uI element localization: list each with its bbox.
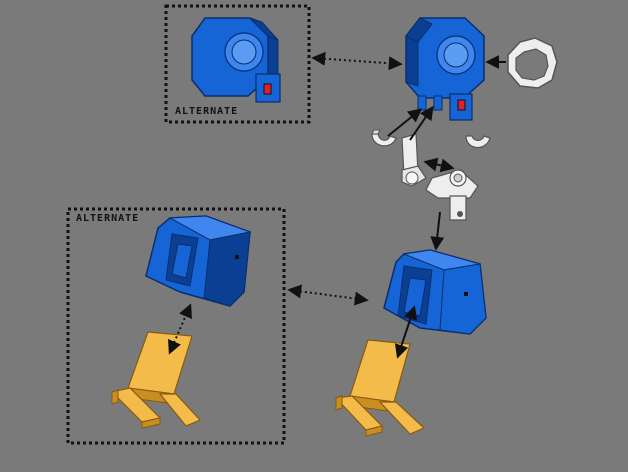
arrow-bracket-mount <box>394 305 418 359</box>
mount-blue <box>383 249 487 335</box>
arrow-base-down <box>430 211 445 251</box>
clip-right <box>465 135 491 149</box>
arrow-alternate-bracket <box>168 303 192 355</box>
alternate-box-top <box>164 4 311 124</box>
alternate-bracket-yellow <box>110 331 202 429</box>
bracket-yellow <box>334 339 426 437</box>
alternate-label-top: ALTERNATE <box>175 106 239 117</box>
mount-arm <box>401 133 427 187</box>
alternate-box-bottom <box>66 207 286 445</box>
alternate-mount-blue <box>145 215 252 307</box>
alternate-camera-top <box>191 17 281 103</box>
mount-base <box>425 169 479 221</box>
arrow-clip-left <box>387 108 423 137</box>
clip-left <box>371 129 397 147</box>
alternate-label-bottom: ALTERNATE <box>76 213 140 224</box>
arrow-alternate-camera <box>311 51 403 71</box>
arrow-alternate-mount <box>287 284 369 306</box>
arrow-arm-base <box>423 157 455 173</box>
lens-ring <box>507 37 558 89</box>
arrow-arm-up <box>409 105 434 141</box>
camera-main <box>405 17 485 121</box>
